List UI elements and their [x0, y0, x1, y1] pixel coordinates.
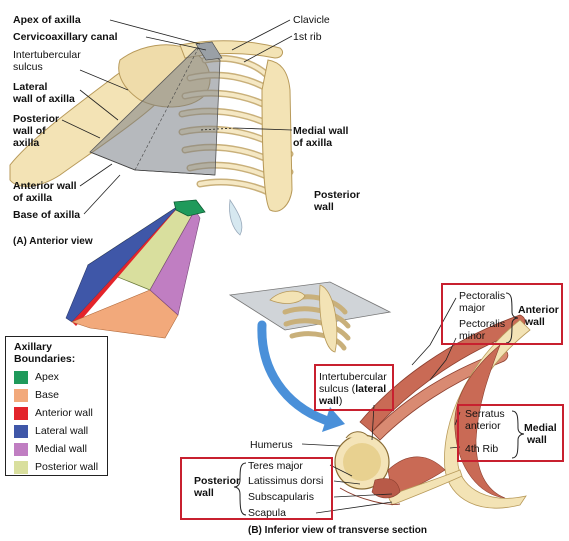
- legend-title-line2: Boundaries:: [14, 353, 76, 365]
- intertubercular-text-close: ): [338, 395, 343, 407]
- caption-figure-a: (A) Anterior view: [13, 236, 93, 247]
- label-lateral-wall-line1: Lateral: [13, 81, 48, 93]
- label-intertubercular-b-line2: sulcus (lateral: [319, 383, 386, 395]
- anterior-wall-face: [72, 205, 180, 326]
- label-anterior-wall-line1: Anterior wall: [13, 180, 77, 192]
- figure-b-leader-lines: [301, 297, 461, 514]
- label-scapula: Scapula: [248, 507, 286, 519]
- legend-label: Anterior wall: [35, 407, 93, 419]
- label-humerus: Humerus: [250, 439, 293, 451]
- label-intertubercular-b-line3: wall): [319, 395, 342, 407]
- legend-label: Base: [35, 389, 59, 401]
- label-lateral-wall-line2: wall of axilla: [13, 93, 75, 105]
- intertubercular-text-wall: wall: [319, 395, 339, 407]
- label-posterior-wall-b-line2: wall: [194, 487, 214, 499]
- label-latissimus-dorsi: Latissimus dorsi: [248, 475, 324, 487]
- anterior-wall-highlight-box: [441, 283, 563, 345]
- figure-a-artwork: [9, 40, 294, 236]
- legend-swatch-base: [14, 388, 28, 402]
- legend-swatch-anterior-wall: [14, 406, 28, 420]
- label-medial-wall-b-line2: wall: [527, 434, 547, 446]
- label-clavicle: Clavicle: [293, 14, 330, 26]
- medial-wall-highlight-box: [457, 404, 564, 462]
- caption-figure-b: (B) Inferior view of transverse section: [248, 525, 427, 536]
- sternum-bone: [261, 59, 293, 212]
- legend-item-lateral-wall: Lateral wall: [14, 422, 107, 440]
- legend-swatch-lateral-wall: [14, 424, 28, 438]
- lateral-wall-highlight-box: [314, 364, 394, 411]
- scapula-section: [387, 469, 463, 506]
- label-medial-wall-line2: of axilla: [293, 137, 333, 149]
- label-pectoralis-minor-line1: Pectoralis: [459, 318, 506, 330]
- label-posterior-right-line2: wall: [314, 201, 334, 213]
- legend-item-medial-wall: Medial wall: [14, 440, 107, 458]
- axillary-boundaries-legend: Axillary Boundaries: Apex Base Anterior …: [5, 336, 108, 476]
- view-direction-arrow: [257, 320, 330, 425]
- label-apex-of-axilla: Apex of axilla: [13, 14, 81, 26]
- legend-item-apex: Apex: [14, 368, 107, 386]
- label-pectoralis-minor-line2: minor: [459, 330, 486, 342]
- label-posterior-wall-b-line1: Posterior: [194, 475, 241, 487]
- label-anterior-wall-b-line1: Anterior: [518, 304, 559, 316]
- base-face: [71, 289, 179, 339]
- legend-label: Medial wall: [35, 443, 87, 455]
- label-teres-major: Teres major: [248, 460, 303, 472]
- label-4th-rib: 4th Rib: [465, 443, 499, 455]
- axilla-pyramid-schematic: [65, 199, 206, 339]
- legend-swatch-apex: [14, 370, 28, 384]
- figure-a-leader-lines: [61, 19, 293, 215]
- label-subscapularis: Subscapularis: [248, 491, 314, 503]
- label-pectoralis-major-line2: major: [459, 302, 486, 314]
- legend-label: Posterior wall: [35, 461, 99, 473]
- label-intertubercular-sulcus-line2: sulcus: [13, 61, 43, 73]
- label-posterior-right-line1: Posterior: [314, 189, 361, 201]
- intertubercular-text-bold: lateral: [355, 383, 387, 395]
- label-intertubercular-b-line1: Intertubercular: [319, 371, 387, 383]
- label-pectoralis-major-line1: Pectoralis: [459, 290, 506, 302]
- label-anterior-wall-line2: of axilla: [13, 192, 53, 204]
- label-serratus-line2: anterior: [465, 420, 501, 432]
- label-medial-wall-line1: Medial wall: [293, 125, 349, 137]
- legend-swatch-medial-wall: [14, 442, 28, 456]
- posterior-wall-highlight-box: [180, 457, 333, 520]
- label-medial-wall-b-line1: Medial: [524, 422, 557, 434]
- legend-label: Lateral wall: [35, 425, 89, 437]
- label-brackets: [233, 292, 525, 516]
- label-posterior-wall-line3: axilla: [13, 137, 40, 149]
- serratus-anterior: [454, 344, 506, 499]
- label-posterior-wall-line2: wall of: [13, 125, 46, 137]
- label-posterior-wall-line1: Posterior: [13, 113, 60, 125]
- intertubercular-text-a: sulcus (: [319, 383, 356, 395]
- label-intertubercular-sulcus-line1: Intertubercular: [13, 49, 81, 61]
- label-first-rib: 1st rib: [293, 31, 322, 43]
- transverse-plane: [228, 281, 392, 331]
- medial-wall-face: [149, 209, 201, 316]
- label-cervicoaxillary-canal: Cervicoaxillary canal: [13, 31, 118, 43]
- label-serratus-line1: Serratus: [465, 408, 505, 420]
- figure-b-artwork: [228, 281, 531, 509]
- label-anterior-wall-b-line2: wall: [525, 316, 545, 328]
- legend-item-posterior-wall: Posterior wall: [14, 458, 107, 476]
- teres-latissimus: [371, 478, 401, 499]
- apex-face: [173, 199, 206, 217]
- legend-label: Apex: [35, 371, 59, 383]
- legend-swatch-posterior-wall: [14, 460, 28, 474]
- legend-item-anterior-wall: Anterior wall: [14, 404, 107, 422]
- legend-title-line1: Axillary: [14, 341, 52, 353]
- label-base-of-axilla: Base of axilla: [13, 209, 81, 221]
- legend-item-base: Base: [14, 386, 107, 404]
